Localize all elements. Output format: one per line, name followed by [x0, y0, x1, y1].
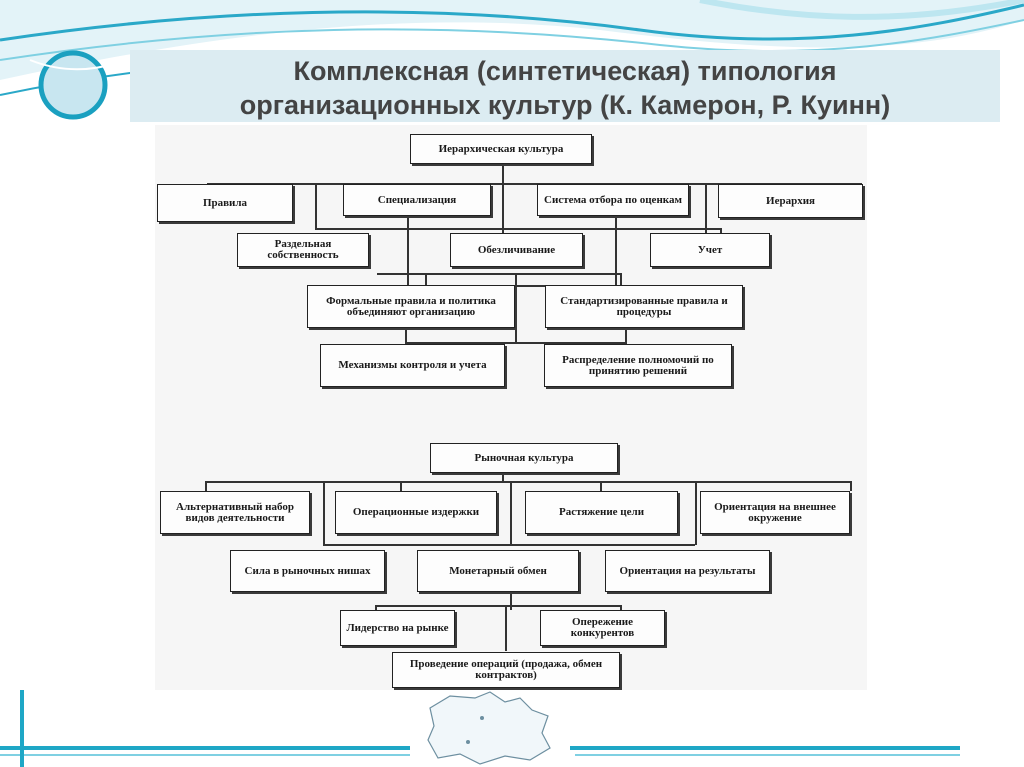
market-box-orientacia-vnesh: Ориентация на внешнее окружение — [700, 491, 850, 534]
market-box-rastyazhenie: Растяжение цели — [525, 491, 678, 534]
region-map-icon — [427, 691, 551, 765]
market-box-operezhenie: Опережение конкурентов — [540, 610, 665, 646]
market-box-liderstvo: Лидерство на рынке — [340, 610, 455, 646]
diagram-scan: Иерархическая культура Правила Специализ… — [155, 125, 867, 690]
title-band — [130, 50, 1000, 122]
hierarchy-box-razdelnaya: Раздельная собственность — [237, 233, 369, 267]
market-box-orientacia-rez: Ориентация на результаты — [605, 550, 770, 592]
hierarchy-box-pravila: Правила — [157, 184, 293, 222]
slide-title: Комплексная (синтетическая) типология ор… — [130, 54, 1000, 122]
market-box-monetar: Монетарный обмен — [417, 550, 579, 592]
slide-title-line-1: Комплексная (синтетическая) типология — [293, 56, 837, 86]
hierarchy-box-standart: Стандартизированные правила и процедуры — [545, 285, 743, 328]
slide-title-line-2: организационных культур (К. Камерон, Р. … — [239, 90, 891, 120]
circle-logo-icon — [38, 50, 108, 120]
hierarchy-root-box: Иерархическая культура — [410, 134, 592, 164]
market-box-alternativ: Альтернативный набор видов деятельности — [160, 491, 310, 534]
market-box-operac: Операционные издержки — [335, 491, 497, 534]
hierarchy-box-obezlichivanie: Обезличивание — [450, 233, 583, 267]
hierarchy-box-raspredelenie: Распределение полномочий по принятию реш… — [544, 344, 732, 387]
hierarchy-box-specializacia: Специализация — [343, 184, 491, 216]
hierarchy-box-mehanizmy: Механизмы контроля и учета — [320, 344, 505, 387]
hierarchy-box-otbor: Система отбора по оценкам — [537, 184, 689, 216]
hierarchy-box-formalnye: Формальные правила и политика объединяют… — [307, 285, 515, 328]
hierarchy-box-uchet: Учет — [650, 233, 770, 267]
market-box-provedenie: Проведение операций (продажа, обмен конт… — [392, 652, 620, 688]
hierarchy-box-ierarhia: Иерархия — [718, 184, 863, 218]
market-box-sila: Сила в рыночных нишах — [230, 550, 385, 592]
market-root-box: Рыночная культура — [430, 443, 618, 473]
